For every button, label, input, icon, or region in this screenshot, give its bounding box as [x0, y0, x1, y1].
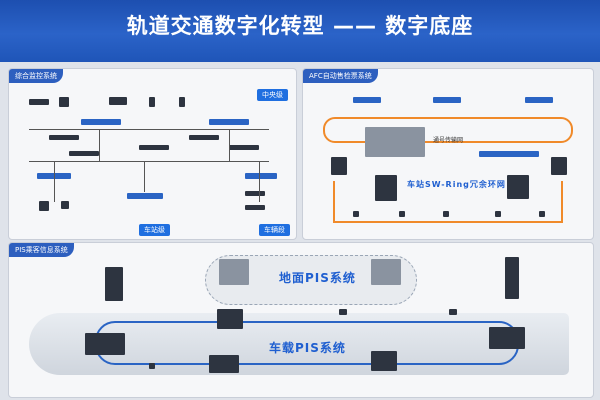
core-switch [209, 119, 249, 125]
core-switch [81, 119, 121, 125]
ring-link [333, 181, 335, 223]
depot-device [245, 191, 265, 196]
afc-central-switch [525, 97, 553, 103]
afc-rack [365, 127, 425, 157]
network-line [29, 129, 269, 130]
train-terminal [149, 363, 155, 369]
onboard-pis-label: 车载PIS系统 [269, 341, 346, 355]
afc-central-switch [353, 97, 381, 103]
ring-switch [375, 175, 397, 201]
afc-endpoint [353, 211, 359, 217]
switch-device [229, 145, 259, 150]
train-switch [489, 327, 525, 349]
ring-switch [507, 175, 529, 199]
network-line [29, 161, 269, 162]
train-switch [85, 333, 125, 355]
network-line [99, 129, 100, 161]
tag-central: 中央级 [257, 89, 288, 101]
train-terminal [209, 355, 239, 373]
afc-endpoint [495, 211, 501, 217]
switch-device [139, 145, 169, 150]
tag-depot: 车辆段 [259, 224, 290, 236]
afc-terminal [551, 157, 567, 175]
transmission-network-label: 通号传输网 [433, 137, 464, 144]
afc-endpoint [539, 211, 545, 217]
network-line [144, 162, 145, 192]
switch-device [49, 135, 79, 140]
station-switch [127, 193, 163, 199]
pis-panel: PIS乘客信息系统 地面PIS系统 车载PIS系统 [8, 242, 594, 398]
train-switch [371, 351, 397, 371]
depot-switch [245, 173, 277, 179]
afc-panel-title: AFC自动售检票系统 [303, 69, 378, 83]
train-terminal [449, 309, 457, 315]
afc-endpoint [443, 211, 449, 217]
page-title: 轨道交通数字化转型 —— 数字底座 [126, 14, 474, 38]
train-terminal [339, 309, 347, 315]
monitor-panel: 综合监控系统 中央级 车站级 车辆段 [8, 68, 297, 240]
afc-central-switch [433, 97, 461, 103]
depot-device [245, 205, 265, 210]
server-device [59, 97, 69, 107]
title-banner: 轨道交通数字化转型 —— 数字底座 [0, 0, 600, 62]
ground-pis-label: 地面PIS系统 [279, 271, 356, 285]
transmission-ring [323, 117, 573, 143]
server-device [179, 97, 185, 107]
network-line [229, 129, 230, 161]
server-device [149, 97, 155, 107]
network-line [54, 162, 55, 202]
train-backbone-ring [95, 321, 519, 365]
train-switch [217, 309, 243, 329]
tag-station: 车站级 [139, 224, 170, 236]
ground-access-point [371, 259, 401, 285]
switch-device [189, 135, 219, 140]
antenna-router [505, 257, 519, 299]
switch-device [69, 151, 99, 156]
network-line [259, 162, 260, 202]
station-device [39, 201, 49, 211]
ring-link [561, 181, 563, 223]
server-device [29, 99, 49, 105]
afc-endpoint [399, 211, 405, 217]
afc-station-switch [479, 151, 539, 157]
server-device [109, 97, 127, 105]
afc-terminal [331, 157, 347, 175]
station-device [61, 201, 69, 209]
antenna-router [105, 267, 123, 301]
ring-link [333, 221, 563, 223]
afc-panel: AFC自动售检票系统 通号传输网 车站SW-Ring冗余环网 [302, 68, 594, 240]
ground-access-point [219, 259, 249, 285]
pis-panel-title: PIS乘客信息系统 [9, 243, 74, 257]
ring-network-label: 车站SW-Ring冗余环网 [407, 180, 506, 189]
monitor-panel-title: 综合监控系统 [9, 69, 63, 83]
